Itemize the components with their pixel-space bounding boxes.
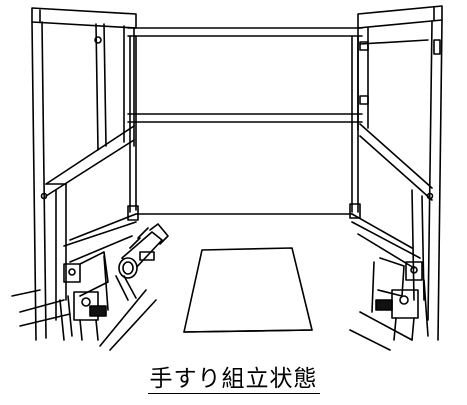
floor-plate: [183, 247, 313, 333]
center-handrail: [127, 27, 369, 221]
roller-motor: [115, 223, 169, 301]
figure-caption: 手すり組立状態: [0, 364, 467, 394]
handrail-assembly-illustration: [11, 5, 443, 351]
left-upright-frame: [31, 7, 137, 341]
right-upright-frame: [357, 5, 443, 341]
base-platform: [11, 213, 421, 351]
left-bottom-bracket: [59, 251, 109, 341]
right-bottom-bracket: [371, 257, 429, 341]
caption-text: 手すり組立状態: [147, 366, 320, 394]
